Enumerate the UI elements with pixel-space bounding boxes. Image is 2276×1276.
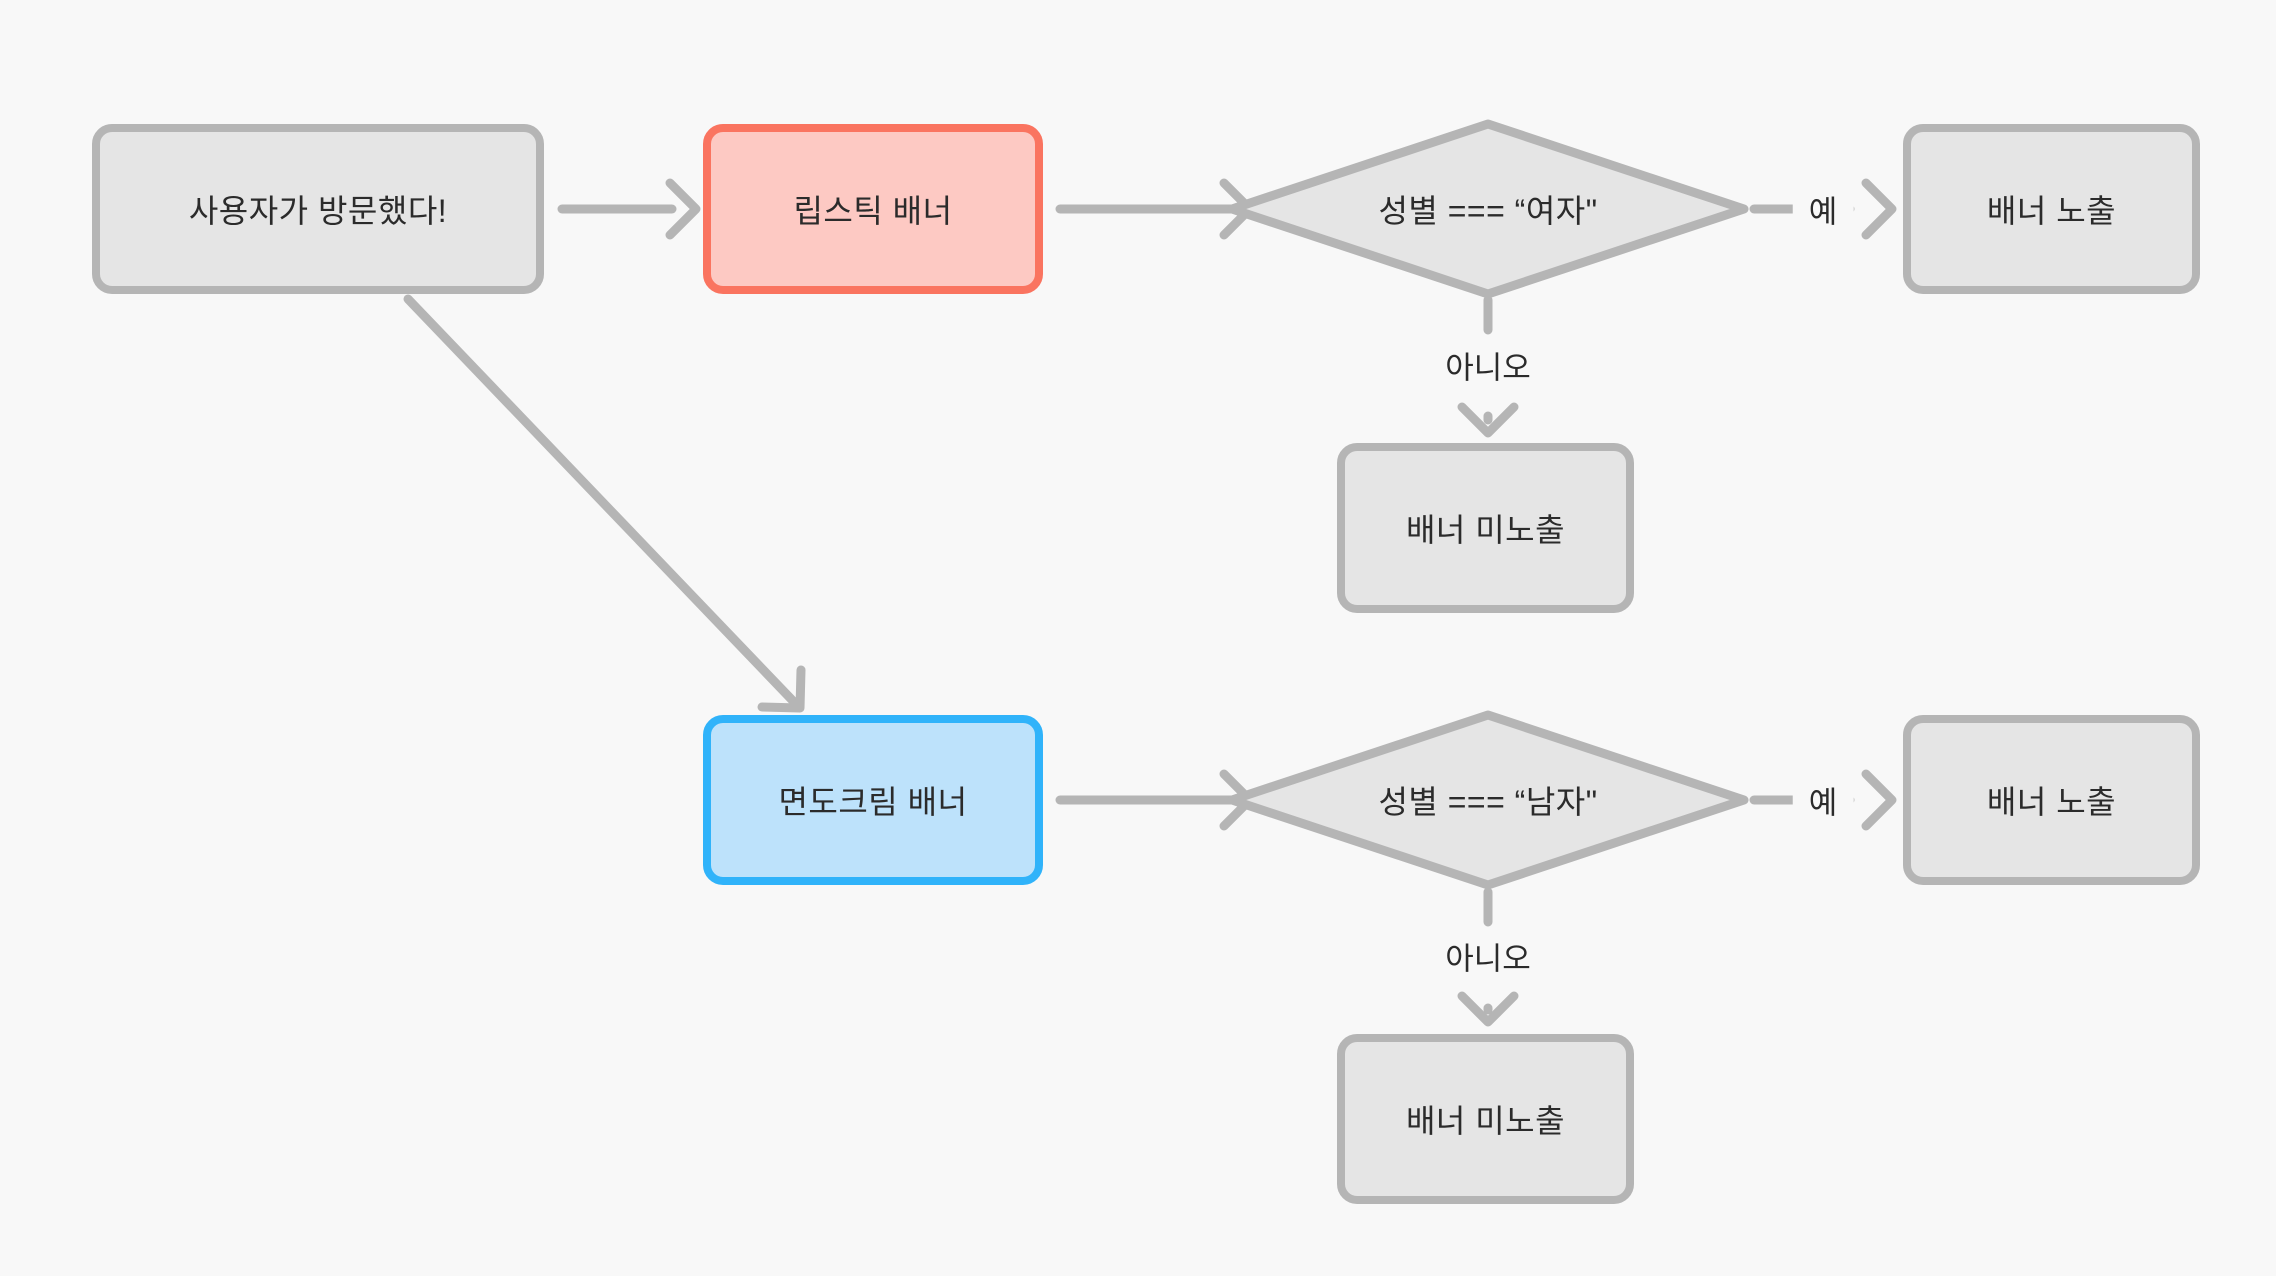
edge-label-yes-bottom: 예 xyxy=(1792,771,1854,829)
arrowhead-down-icon xyxy=(1457,991,1519,1027)
edge-label-yes-top: 예 xyxy=(1792,180,1854,238)
shaving-cream-banner-node: 면도크림 배너 xyxy=(703,715,1043,885)
banner-show-top-label: 배너 노출 xyxy=(1986,193,2117,229)
gender-male-decision-label: 성별 === “남자" xyxy=(1232,715,1744,885)
shaving-cream-banner-label: 면도크림 배너 xyxy=(778,784,968,820)
banner-hide-top-node: 배너 미노출 xyxy=(1337,443,1634,613)
lipstick-banner-node: 립스틱 배너 xyxy=(703,124,1043,294)
banner-hide-top-label: 배너 미노출 xyxy=(1405,512,1566,548)
arrowhead-right-icon xyxy=(1861,178,1897,240)
edge-label-no-top: 아니오 xyxy=(1429,336,1547,394)
banner-show-bottom-node: 배너 노출 xyxy=(1903,715,2200,885)
banner-hide-bottom-node: 배너 미노출 xyxy=(1337,1034,1634,1204)
gender-male-decision-text: 성별 === “남자" xyxy=(1378,784,1598,820)
arrowhead-down-icon xyxy=(1457,402,1519,438)
arrow-start-to-shaving xyxy=(403,294,799,707)
banner-hide-bottom-label: 배너 미노출 xyxy=(1405,1103,1566,1139)
edge-label-no-bottom: 아니오 xyxy=(1429,927,1547,985)
start-node-label: 사용자가 방문했다! xyxy=(188,193,448,229)
arrowhead-diagonal-icon xyxy=(757,665,806,713)
arrowhead-right-icon xyxy=(665,178,701,240)
lipstick-banner-label: 립스틱 배너 xyxy=(793,193,953,229)
banner-show-top-node: 배너 노출 xyxy=(1903,124,2200,294)
banner-show-bottom-label: 배너 노출 xyxy=(1986,784,2117,820)
gender-female-decision-label: 성별 === “여자" xyxy=(1232,124,1744,294)
arrowhead-right-icon xyxy=(1861,769,1897,831)
start-node: 사용자가 방문했다! xyxy=(92,124,544,294)
gender-female-decision-text: 성별 === “여자" xyxy=(1378,193,1598,229)
